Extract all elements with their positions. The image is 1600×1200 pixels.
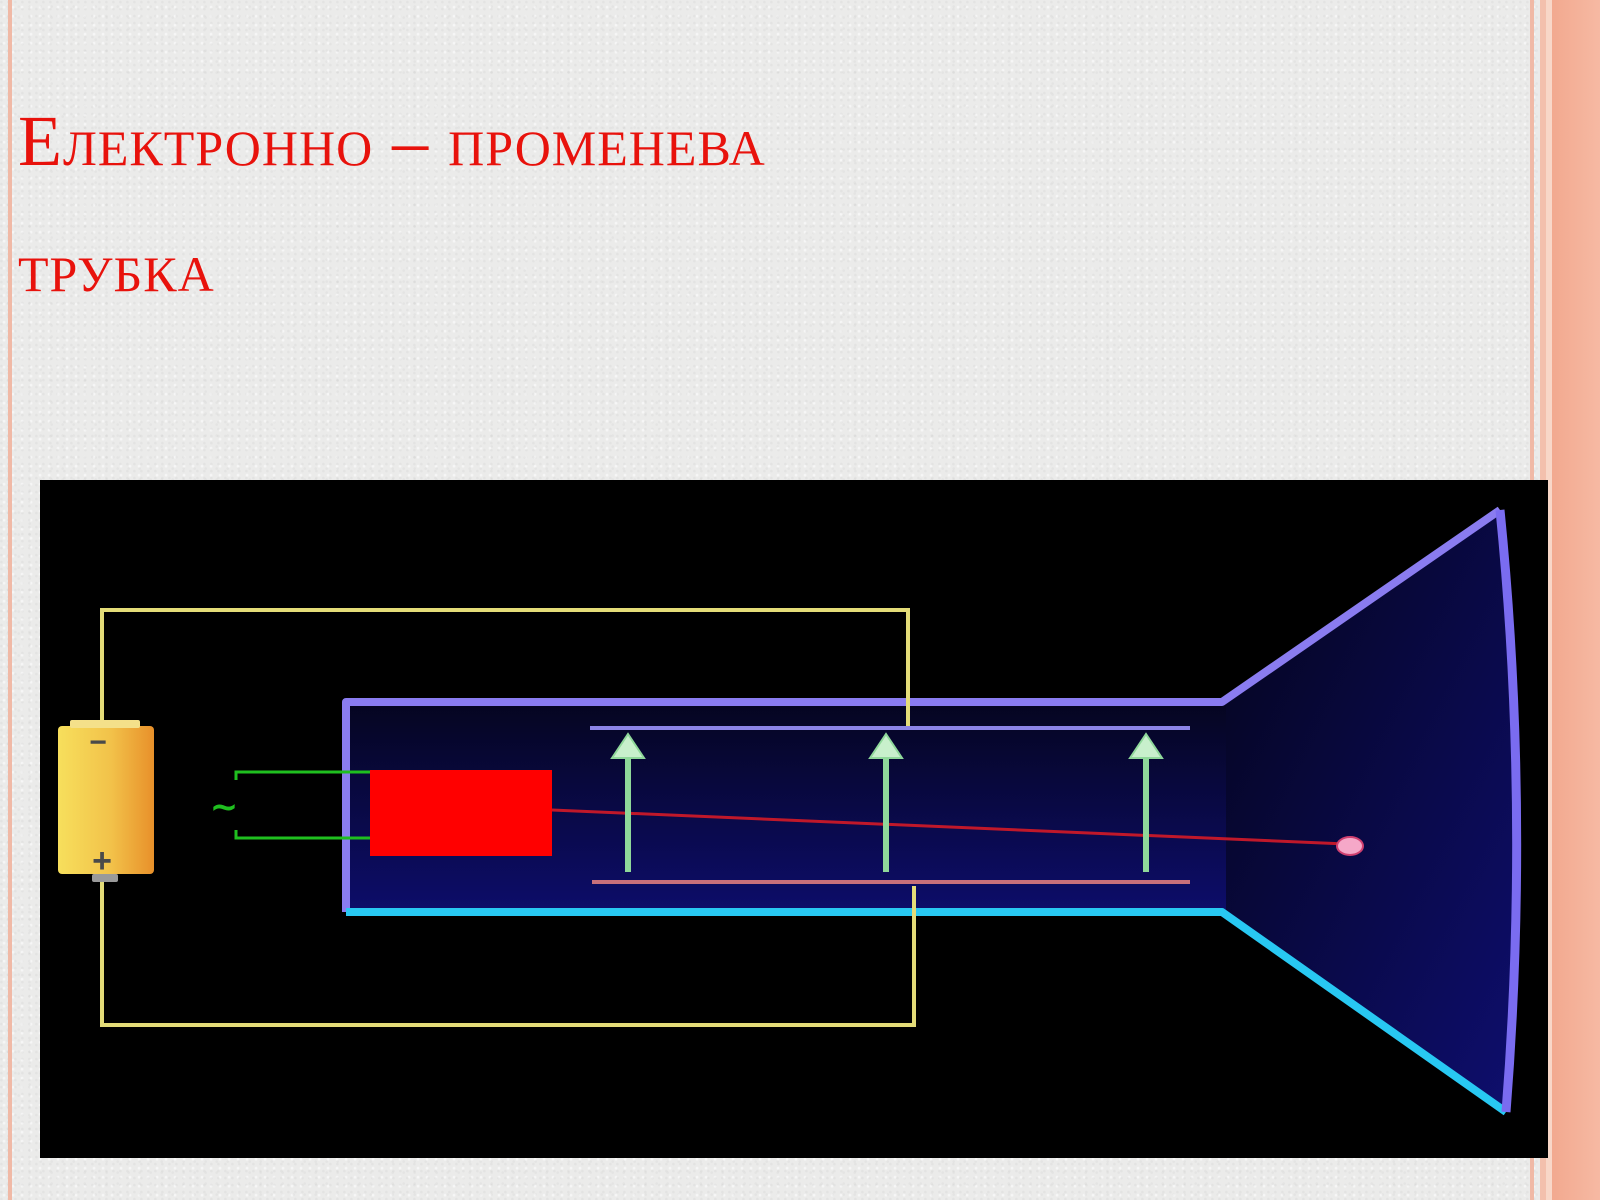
battery-terminal <box>92 874 118 882</box>
wire-bottom <box>100 880 916 1027</box>
electron-gun <box>370 770 552 856</box>
crt-screen-face <box>1495 509 1522 1113</box>
slide-frame-left <box>8 0 12 1200</box>
slide-title-line-1: Електронно – променева <box>18 101 766 181</box>
battery-minus-label: − <box>89 726 107 759</box>
beam-spot <box>1336 836 1364 856</box>
heater-wire-top <box>234 770 372 780</box>
battery-plus-label: + <box>92 842 112 880</box>
ac-source-symbol: ~ <box>210 787 239 827</box>
slide-title-line-2: трубка <box>18 227 215 307</box>
crt-diagram: − + ~ <box>40 480 1548 1158</box>
wire-top <box>100 608 910 726</box>
field-arrow-1 <box>610 732 646 872</box>
crt-outline-top <box>342 506 1503 912</box>
field-arrow-3 <box>1128 732 1164 872</box>
crt-outline-bottom <box>346 908 1509 1116</box>
slide-title: Електронно – променева трубка <box>18 78 1418 330</box>
slide-frame-right-border <box>1540 0 1600 1200</box>
field-arrow-2 <box>868 732 904 872</box>
crt-diagram-canvas: − + ~ <box>40 480 1548 1158</box>
battery-cap <box>70 720 140 728</box>
heater-wire-bottom <box>234 830 372 840</box>
electron-beam <box>551 808 1347 846</box>
battery-body <box>58 726 154 874</box>
